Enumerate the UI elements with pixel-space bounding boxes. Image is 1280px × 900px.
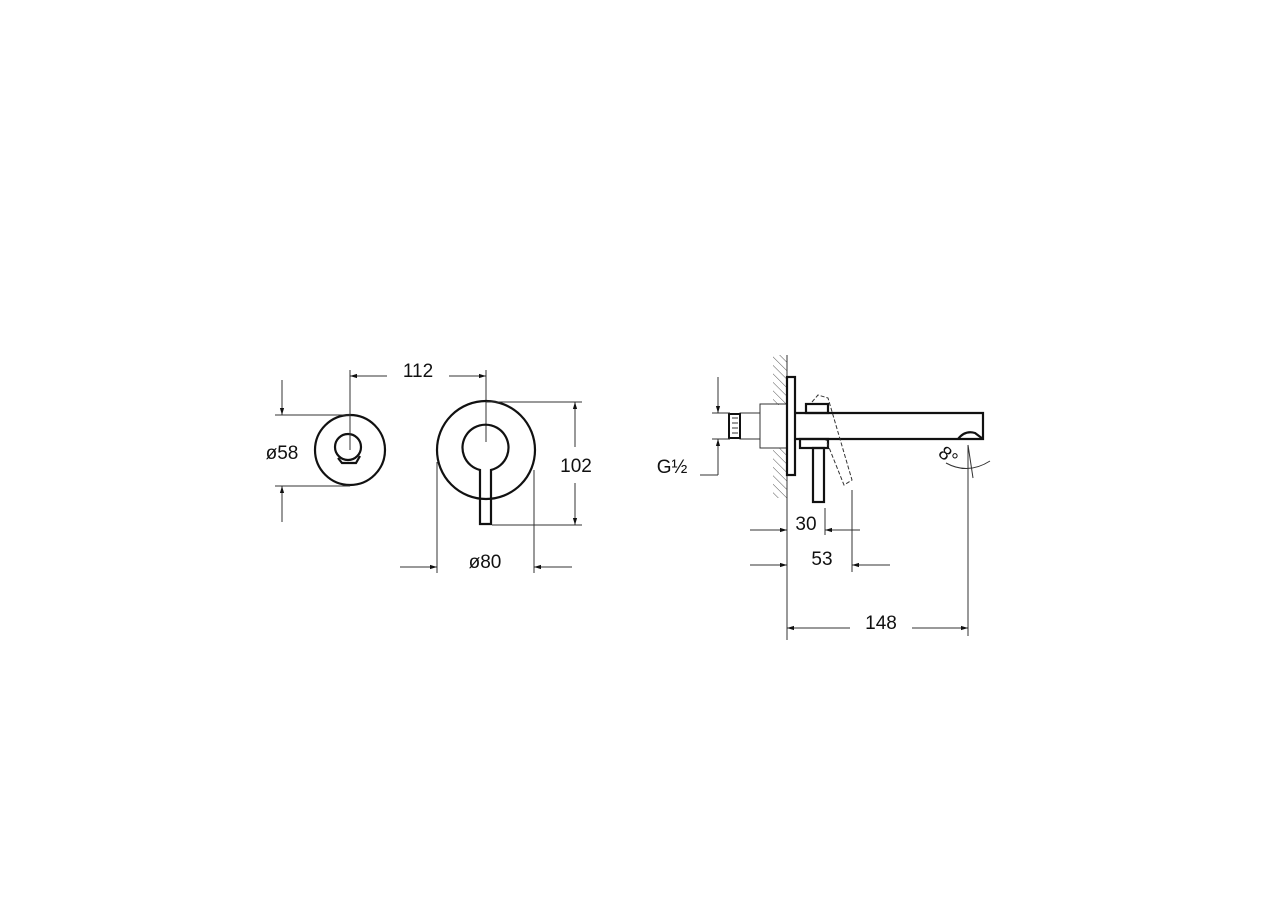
dimension-spout-projection: 148 [787, 445, 969, 636]
dimension-plate-height: 102 [486, 401, 592, 526]
dimension-cover-diameter: ø58 [266, 380, 350, 522]
label-angle: 8° [934, 442, 961, 470]
label-handle-depth: 30 [795, 514, 816, 535]
label-spacing: 112 [403, 361, 433, 382]
label-plate-diameter: ø80 [469, 552, 502, 573]
dimension-angle: 8° [934, 442, 991, 479]
label-spout-projection: 148 [865, 613, 897, 634]
wall-section [773, 355, 788, 640]
label-handle-max-depth: 53 [811, 549, 832, 570]
dimension-spacing: 112 [349, 361, 487, 450]
side-mixer-body [728, 375, 985, 504]
dimension-handle-max-depth: 53 [750, 490, 890, 572]
dimension-handle-depth: 30 [750, 508, 860, 535]
label-thread: G½ [657, 457, 688, 478]
label-cover-diameter: ø58 [266, 443, 299, 464]
label-plate-height: 102 [560, 456, 592, 477]
dimension-thread: G½ [657, 377, 730, 478]
dimension-plate-diameter: ø80 [400, 462, 572, 573]
mixer-plate [435, 399, 537, 526]
